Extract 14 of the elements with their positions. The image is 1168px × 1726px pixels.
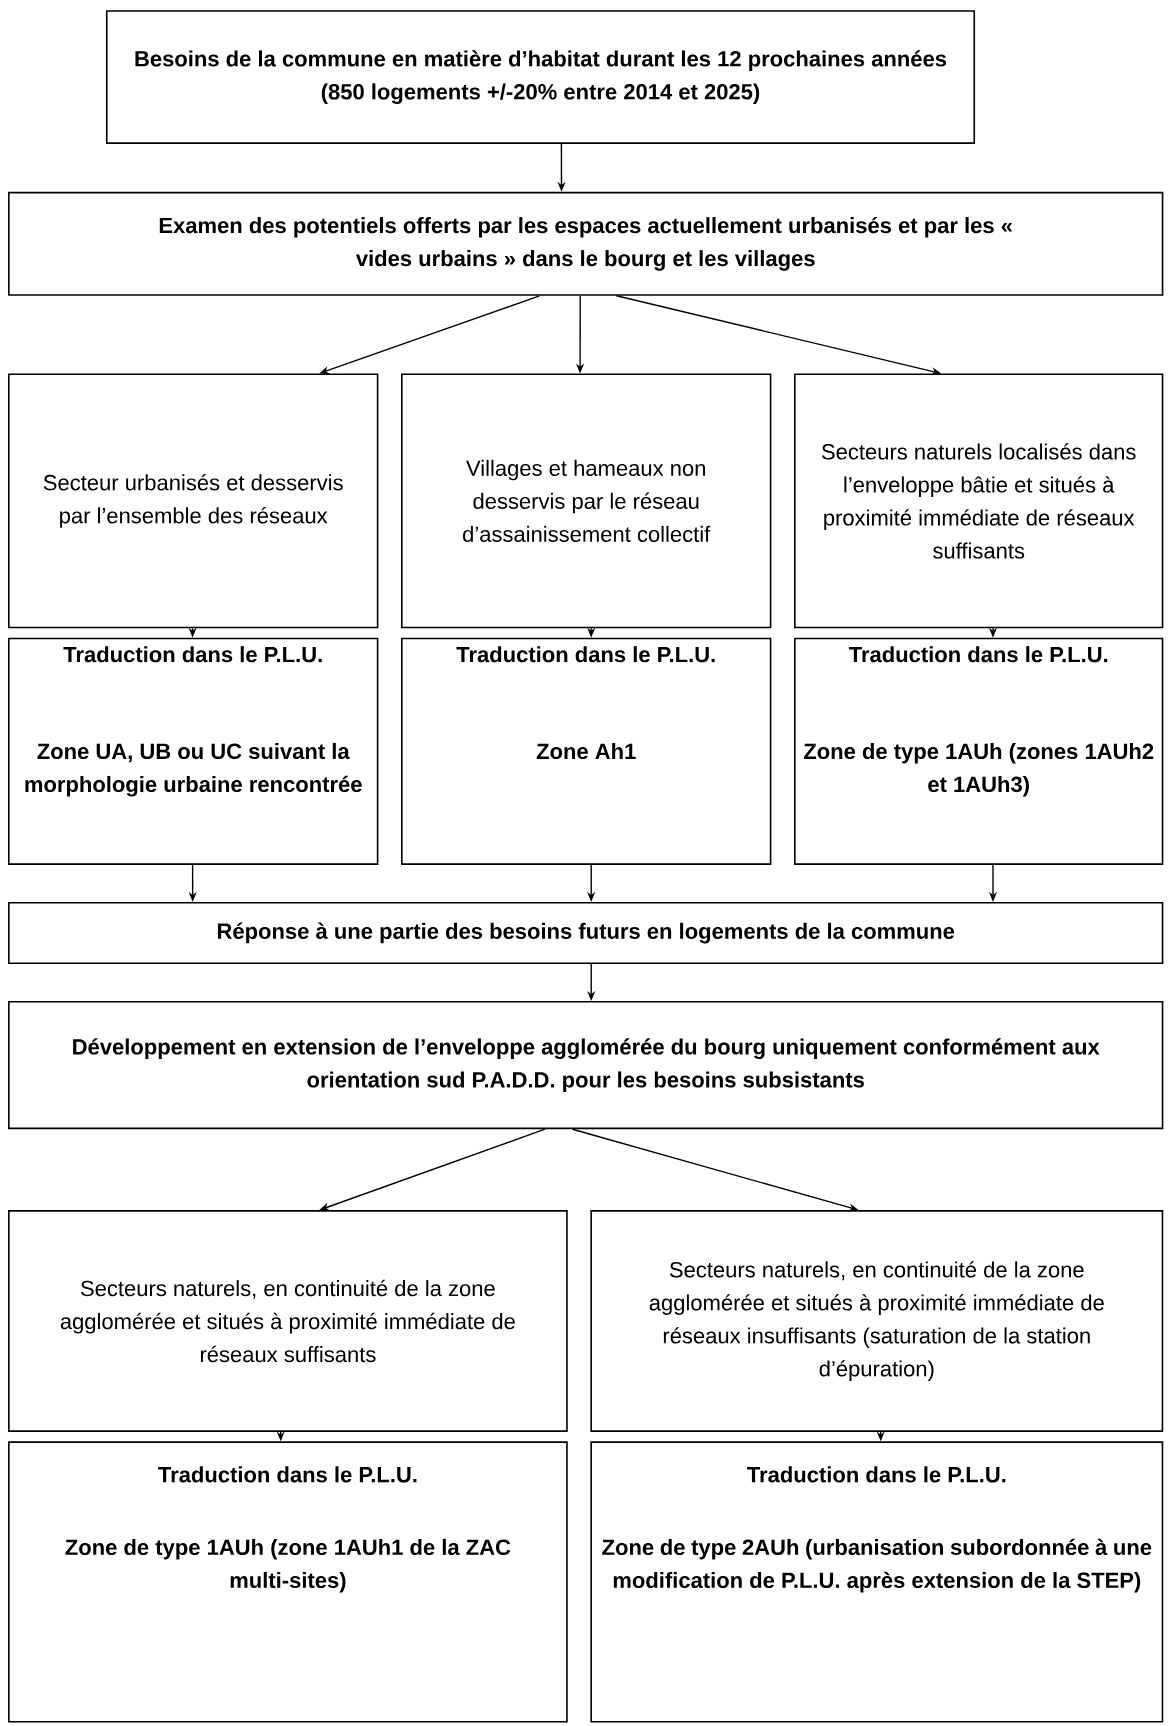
title-box: Examen des potentiels offerts par les espaces actuellement urbanisés et par les « vides urbains » dans le bourg et les villages: [8, 191, 1164, 296]
title-box: Besoins de la commune en matière d’habitat durant les 12 prochaines années (850 logements +/-20% entre 2014 et 2025): [105, 10, 976, 144]
process-box: Secteurs naturels, en continuité de la zone agglomérée et situés à proximité immédiate de réseaux insuffisants (saturation de la station d’épuration): [590, 1210, 1164, 1432]
process-box: Secteurs naturels localisés dans l’enveloppe bâtie et situés à proximité immédiate de réseaux suffisants: [794, 373, 1164, 629]
process-box: Traduction dans le P.L.U. Zone de type 2AUh (urbanisation subordonnée à une modification de P.L.U. après extension de la STEP): [590, 1441, 1164, 1723]
process-box: Traduction dans le P.L.U. Zone Ah1: [401, 637, 772, 865]
process-box: Traduction dans le P.L.U. Zone UA, UB ou UC suivant la morphologie urbaine rencontrée: [8, 637, 379, 865]
process-box: Secteurs naturels, en continuité de la zone agglomérée et situés à proximité immédiate de réseaux suffisants: [8, 1210, 568, 1432]
title-box: Réponse à une partie des besoins futurs en logements de la commune: [8, 901, 1164, 965]
title-box: Développement en extension de l’enveloppe agglomérée du bourg uniquement conformément aux orientation sud P.A.D.D. pour les besoins subsistants: [8, 1001, 1164, 1130]
process-box: Secteur urbanisés et desservis par l’ensemble des réseaux: [8, 373, 379, 629]
process-box: Traduction dans le P.L.U. Zone de type 1AUh (zones 1AUh2 et 1AUh3): [794, 637, 1164, 865]
process-box: Traduction dans le P.L.U. Zone de type 1AUh (zone 1AUh1 de la ZAC multi-sites): [8, 1441, 568, 1723]
process-box: Villages et hameaux non desservis par le réseau d’assainissement collectif: [401, 373, 772, 629]
